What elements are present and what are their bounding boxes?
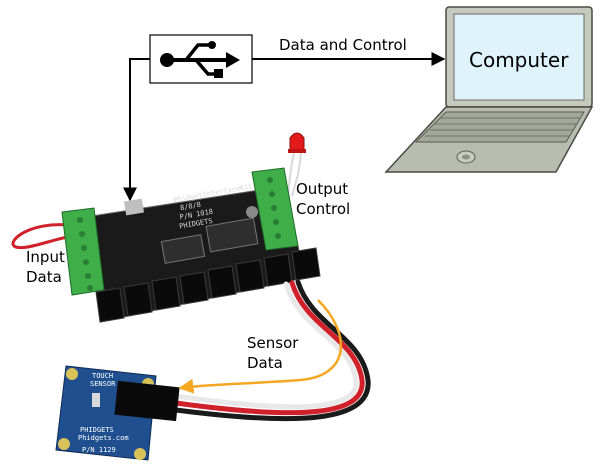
computer-label: Computer (469, 48, 569, 72)
sensor-brand: PHIDGETS (80, 426, 114, 434)
arrow-to-board (123, 58, 150, 202)
usb-icon (160, 41, 240, 78)
input-data-label: Data (26, 268, 62, 286)
board-version: 8/8/8 (179, 201, 201, 213)
laptop-icon (384, 6, 594, 173)
sensor-part-number: P/N 1129 (82, 446, 116, 454)
sensor-site: Phidgets.com (78, 434, 129, 442)
data-and-control-label: Data and Control (279, 36, 407, 54)
interface-kit-board: PhidgetInterfaceKit 8/8/8 P/N 1018 PHIDG… (61, 167, 321, 323)
control-label: Control (296, 200, 351, 218)
sensor-label: Sensor (247, 334, 299, 352)
sensor-data-label: Data (247, 354, 283, 372)
sensor-data-arrow (178, 299, 343, 394)
input-wire (11, 223, 69, 250)
sensor-title-1: TOUCH (92, 372, 113, 380)
input-label: Input (26, 248, 65, 266)
led-icon (287, 132, 306, 197)
sensor-title-2: SENSOR (90, 380, 116, 388)
output-label: Output (296, 180, 349, 198)
touch-sensor-board: TOUCH SENSOR PHIDGETS Phidgets.com P/N 1… (55, 365, 180, 461)
sensor-cable (173, 279, 371, 422)
